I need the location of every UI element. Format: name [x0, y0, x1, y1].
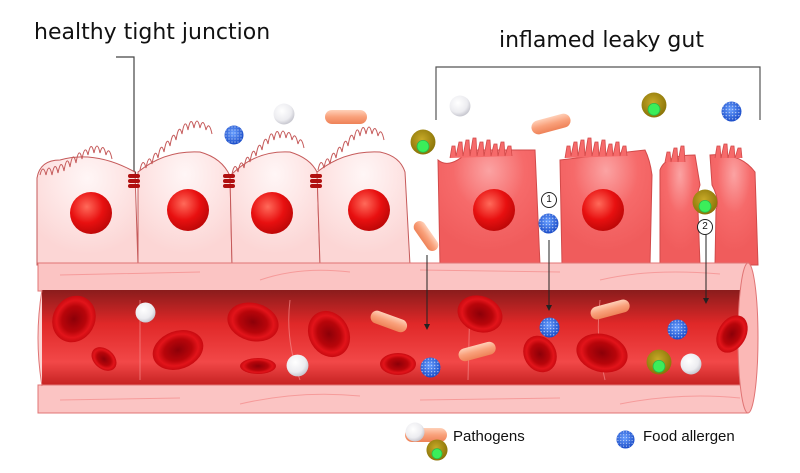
nucleus — [251, 192, 293, 234]
nucleus — [473, 189, 515, 231]
inflamed-cell-3 — [659, 154, 701, 266]
legend-pathogens-icon — [405, 422, 448, 461]
nucleus — [70, 192, 112, 234]
junction-pointer-line — [116, 56, 135, 172]
blood-vessel — [37, 262, 759, 414]
inflamed-bracket — [435, 66, 761, 120]
nucleus — [167, 189, 209, 231]
inflamed-cells — [437, 137, 759, 266]
marker-2: 2 — [697, 219, 713, 235]
healthy-tight-junction-title: healthy tight junction — [34, 20, 271, 45]
healthy-cells — [36, 120, 411, 266]
nucleus — [348, 189, 390, 231]
bacteria — [325, 110, 630, 362]
translocation-arrows — [424, 235, 709, 330]
red-blood-cells — [52, 295, 748, 375]
legend-food-allergen-icon — [616, 430, 635, 449]
inflamed-leaky-gut-title: inflamed leaky gut — [499, 28, 704, 53]
nucleus — [582, 189, 624, 231]
legend-food-allergen-label: Food allergen — [643, 428, 735, 445]
legend-pathogens-label: Pathogens — [453, 428, 525, 445]
inflamed-cell-4 — [709, 154, 759, 266]
marker-1: 1 — [541, 192, 557, 208]
tight-junctions — [128, 174, 322, 188]
